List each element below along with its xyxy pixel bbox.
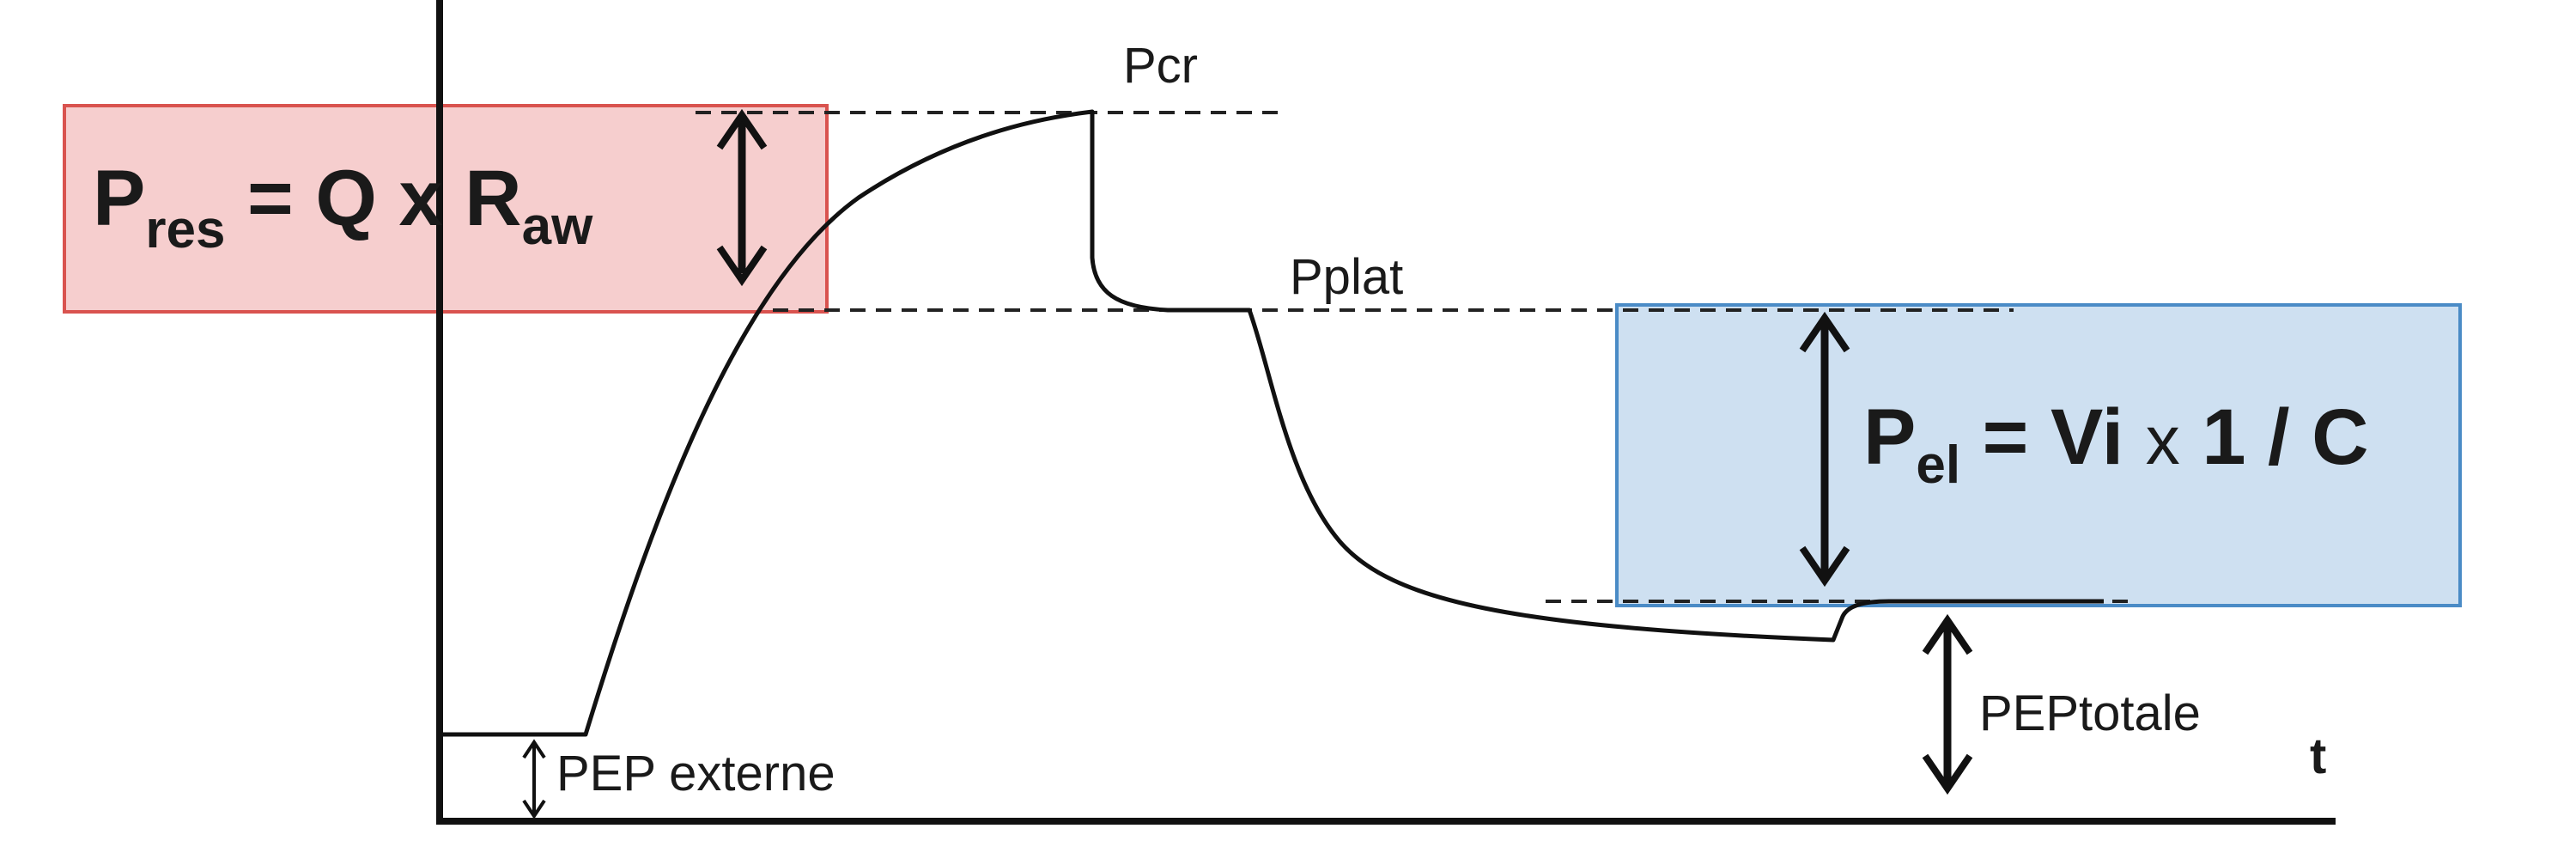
airway-pressure-curve bbox=[440, 109, 2104, 737]
resistive-pressure-arrow bbox=[716, 108, 768, 287]
elastic-pressure-box bbox=[1615, 303, 2462, 607]
resistive-pressure-box bbox=[63, 104, 829, 314]
plateau-pressure-label: Pplat bbox=[1290, 249, 1403, 305]
elastic-formula: Pel = Vi x 1 / C bbox=[1863, 393, 2369, 495]
elastic-pressure-arrow bbox=[1799, 311, 1850, 588]
external-peep-label: PEP externe bbox=[556, 746, 835, 801]
time-axis-label: t bbox=[2310, 728, 2326, 784]
resistive-formula: Pres = Q x Raw bbox=[93, 155, 593, 259]
peak-pressure-label: Pcr bbox=[1123, 38, 1198, 94]
external-peep-arrow bbox=[522, 739, 546, 819]
total-peep-label: PEPtotale bbox=[1979, 685, 2201, 741]
total-peep-arrow bbox=[1922, 613, 1973, 795]
